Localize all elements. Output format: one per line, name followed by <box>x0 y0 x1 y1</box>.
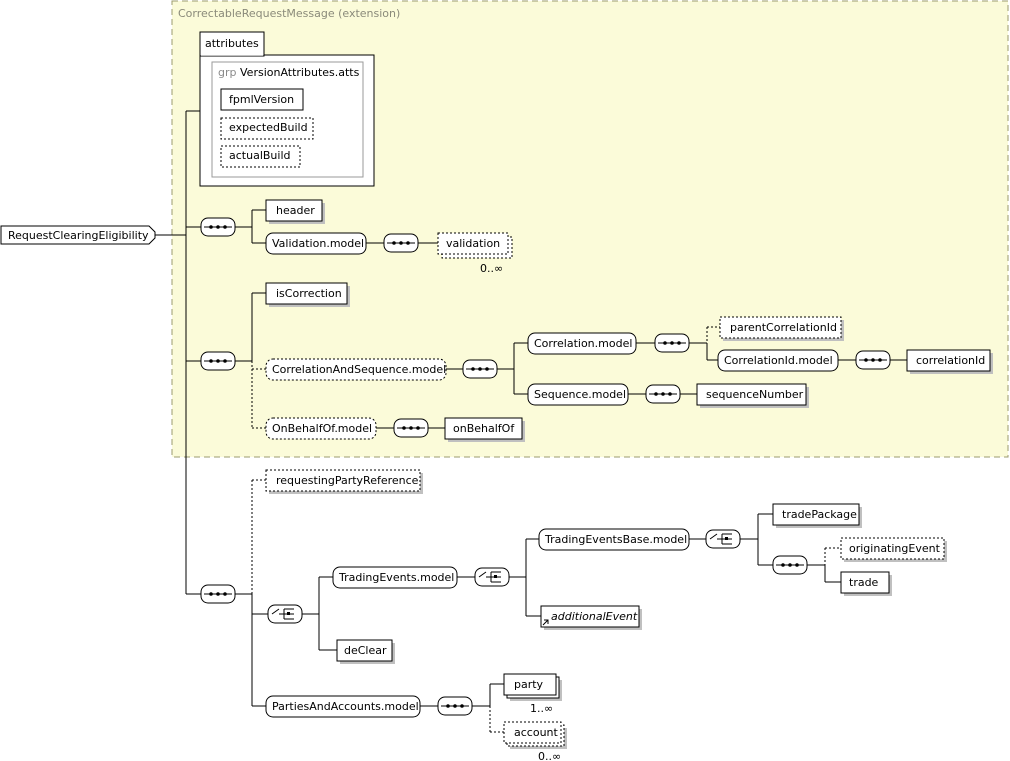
attributes-panel: attributes grp VersionAttributes.atts fp… <box>199 31 375 187</box>
node-de-clear-label: deClear <box>344 644 387 657</box>
root-label: RequestClearingEligibility <box>8 229 149 242</box>
attr-fpmlversion[interactable]: fpmlVersion <box>220 88 304 111</box>
node-sequence-number[interactable]: sequenceNumber <box>696 383 809 408</box>
node-header-label: header <box>276 204 315 217</box>
node-validation-label: validation <box>446 237 500 250</box>
node-trading-events-base-model[interactable]: TradingEventsBase.model <box>538 528 690 551</box>
node-parties-and-accounts-model-label: PartiesAndAccounts.model <box>272 700 419 713</box>
node-correlation-id-model-label: CorrelationId.model <box>724 354 833 367</box>
node-parties-and-accounts-model[interactable]: PartiesAndAccounts.model <box>265 695 421 718</box>
node-parent-correlation-id-label: parentCorrelationId <box>730 321 837 334</box>
node-trade-label: trade <box>849 576 879 589</box>
sequence-compositor-icon <box>772 555 808 575</box>
node-requesting-party-reference[interactable]: requestingPartyReference <box>265 469 423 494</box>
node-parent-correlation-id[interactable]: parentCorrelationId <box>719 316 844 341</box>
node-validation-model-label: Validation.model <box>272 237 364 250</box>
node-account[interactable]: account <box>503 721 567 749</box>
extension-label: CorrectableRequestMessage (extension) <box>178 7 400 20</box>
account-cardinality: 0..∞ <box>538 750 561 761</box>
sequence-compositor-icon <box>200 584 236 604</box>
node-originating-event-label: originatingEvent <box>849 542 941 555</box>
node-sequence-model-label: Sequence.model <box>534 388 626 401</box>
node-iscorrection[interactable]: isCorrection <box>265 282 350 307</box>
node-on-behalf-of[interactable]: onBehalfOf <box>444 417 525 442</box>
attr-expectedbuild-label: expectedBuild <box>229 121 308 134</box>
node-additional-event-label: additionalEvent <box>551 610 638 623</box>
attr-fpmlversion-label: fpmlVersion <box>229 93 294 106</box>
sequence-compositor-icon <box>200 351 236 371</box>
node-correlation-model[interactable]: Correlation.model <box>527 332 637 355</box>
node-header[interactable]: header <box>265 199 325 224</box>
validation-cardinality: 0..∞ <box>480 262 503 275</box>
node-correlation-model-label: Correlation.model <box>534 337 632 350</box>
sequence-compositor-icon <box>200 217 236 237</box>
sequence-compositor-icon <box>393 418 429 438</box>
choice-compositor-icon <box>267 604 303 624</box>
node-on-behalf-of-model-label: OnBehalfOf.model <box>272 422 372 435</box>
node-party[interactable]: party <box>503 673 562 701</box>
attr-expectedbuild[interactable]: expectedBuild <box>220 117 314 140</box>
node-validation-model[interactable]: Validation.model <box>265 232 367 255</box>
sequence-compositor-icon <box>645 384 681 404</box>
node-account-label: account <box>514 726 559 739</box>
reference-arrow-icon <box>542 619 549 626</box>
node-on-behalf-of-label: onBehalfOf <box>453 422 515 435</box>
attr-group-name: VersionAttributes.atts <box>240 66 360 79</box>
node-correlation-and-sequence-model[interactable]: CorrelationAndSequence.model <box>265 358 447 381</box>
node-correlation-id-label: correlationId <box>916 354 985 367</box>
party-cardinality: 1..∞ <box>530 702 553 715</box>
sequence-compositor-icon <box>654 333 690 353</box>
node-on-behalf-of-model[interactable]: OnBehalfOf.model <box>265 417 377 440</box>
node-trading-events-base-model-label: TradingEventsBase.model <box>544 533 687 546</box>
node-additional-event[interactable]: additionalEvent <box>540 605 642 630</box>
sequence-compositor-icon <box>383 233 419 253</box>
node-iscorrection-label: isCorrection <box>276 287 342 300</box>
node-requesting-party-reference-label: requestingPartyReference <box>276 474 419 487</box>
node-trade[interactable]: trade <box>840 571 892 596</box>
node-de-clear[interactable]: deClear <box>336 639 395 664</box>
sequence-compositor-icon <box>855 350 891 370</box>
choice-compositor-icon <box>474 567 510 587</box>
attr-actualbuild-label: actualBuild <box>229 149 290 162</box>
node-trade-package[interactable]: tradePackage <box>772 503 862 528</box>
node-trading-events-model-label: TradingEvents.model <box>338 571 454 584</box>
node-sequence-model[interactable]: Sequence.model <box>527 383 629 406</box>
attributes-tab-label: attributes <box>205 37 259 50</box>
node-originating-event[interactable]: originatingEvent <box>840 537 947 562</box>
sequence-compositor-icon <box>437 696 473 716</box>
node-sequence-number-label: sequenceNumber <box>706 388 804 401</box>
sequence-compositor-icon <box>462 359 498 379</box>
root-element[interactable]: RequestClearingEligibility <box>0 225 156 245</box>
node-correlation-and-sequence-label: CorrelationAndSequence.model <box>272 363 446 376</box>
node-correlation-id[interactable]: correlationId <box>906 349 993 374</box>
node-validation[interactable]: validation <box>437 232 513 259</box>
node-trading-events-model[interactable]: TradingEvents.model <box>332 566 458 589</box>
node-trade-package-label: tradePackage <box>782 508 857 521</box>
attr-group-prefix: grp <box>218 66 237 79</box>
node-party-label: party <box>514 678 544 691</box>
node-correlation-id-model[interactable]: CorrelationId.model <box>717 349 839 372</box>
connector-lines <box>155 110 907 733</box>
attr-actualbuild[interactable]: actualBuild <box>220 145 301 168</box>
choice-compositor-icon <box>705 529 741 549</box>
